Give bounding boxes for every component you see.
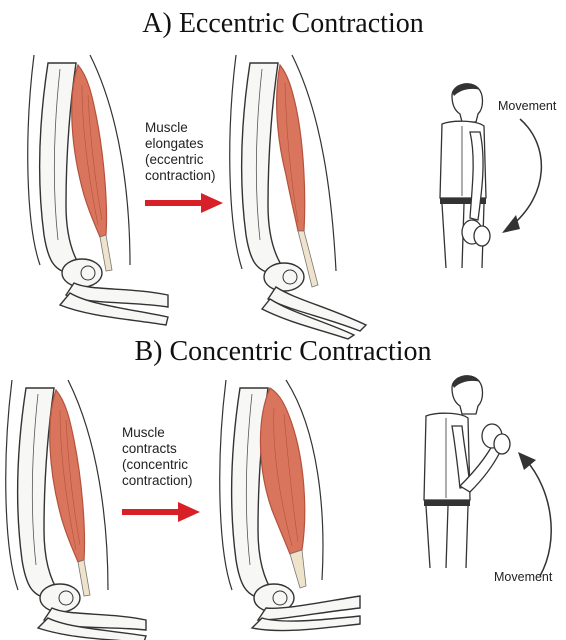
panel-title-eccentric: A) Eccentric Contraction bbox=[0, 10, 566, 38]
arm-illustration-contracted bbox=[222, 380, 362, 640]
dumbbell-figure-raised bbox=[412, 370, 522, 570]
caption-line: contraction) bbox=[145, 168, 216, 184]
arm-illustration-elongated bbox=[232, 55, 372, 325]
caption-line: (eccentric bbox=[145, 152, 216, 168]
panel-title-concentric: B) Concentric Contraction bbox=[0, 338, 566, 366]
transition-arrow-icon bbox=[145, 193, 225, 213]
transition-arrow-icon bbox=[122, 502, 202, 522]
panel-concentric: B) Concentric Contraction Muscle contrac… bbox=[0, 330, 566, 634]
caption-line: contracts bbox=[122, 441, 193, 457]
movement-arrow-icon bbox=[510, 450, 566, 580]
movement-label-concentric: Movement bbox=[494, 570, 552, 584]
caption-line: (concentric bbox=[122, 457, 193, 473]
caption-line: contraction) bbox=[122, 473, 193, 489]
arm-illustration-relaxed bbox=[30, 55, 170, 325]
panel-eccentric: A) Eccentric Contraction Muscle elongate… bbox=[0, 0, 566, 330]
caption-line: Muscle bbox=[122, 425, 193, 441]
caption-line: elongates bbox=[145, 136, 216, 152]
caption-eccentric: Muscle elongates (eccentric contraction) bbox=[145, 120, 216, 184]
movement-label-eccentric: Movement bbox=[498, 99, 556, 113]
caption-concentric: Muscle contracts (concentric contraction… bbox=[122, 425, 193, 489]
caption-line: Muscle bbox=[145, 120, 216, 136]
movement-arrow-icon bbox=[500, 115, 560, 245]
